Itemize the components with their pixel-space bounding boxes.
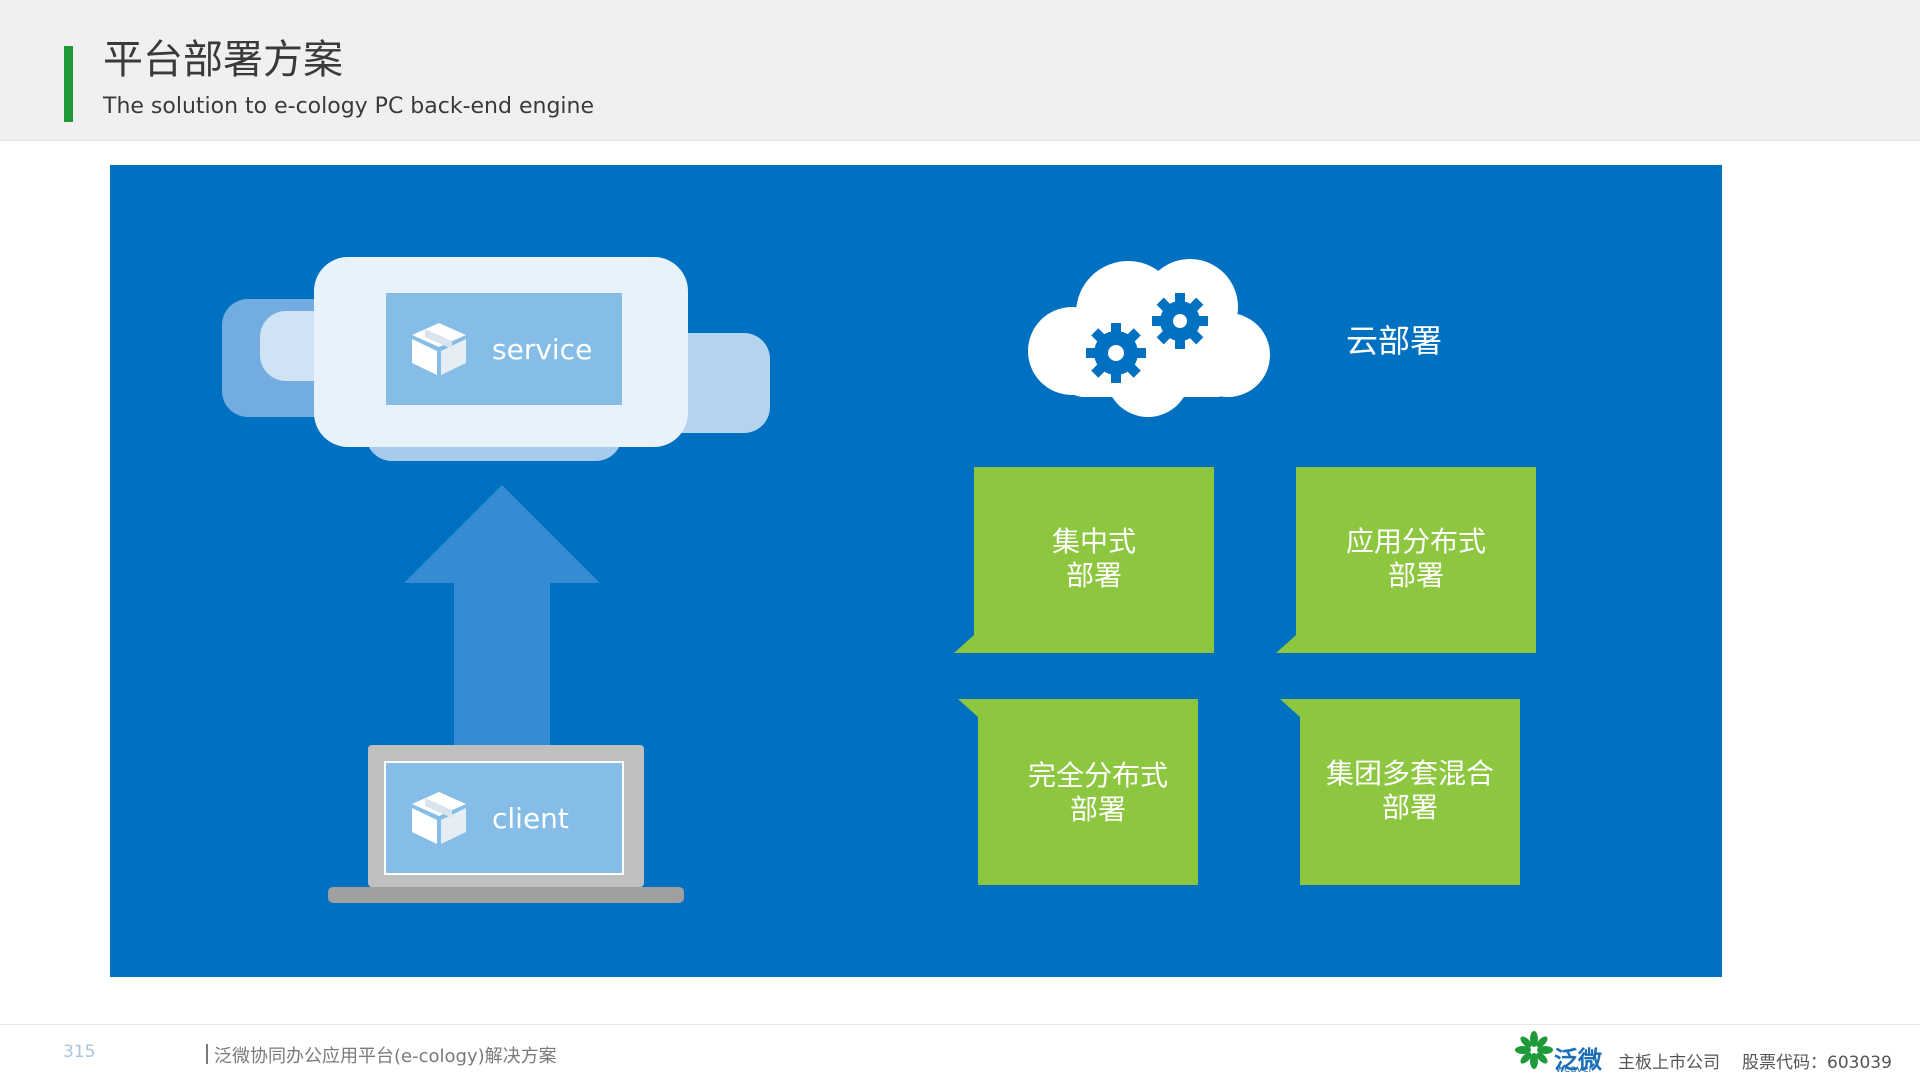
cloud-deploy-label: 云部署	[1346, 322, 1443, 360]
page-subtitle: The solution to e-cology PC back-end eng…	[103, 94, 594, 119]
stock-code: 股票代码：603039	[1742, 1053, 1892, 1073]
option-centralized-text: 集中式 部署	[974, 525, 1214, 593]
service-box: service	[386, 293, 622, 405]
option-bubble-group-hybrid	[1280, 699, 1520, 885]
footer-title-text: 泛微协同办公应用平台(e-cology)解决方案	[214, 1046, 557, 1067]
option-line1: 集团多套混合	[1325, 757, 1494, 790]
page-title: 平台部署方案	[103, 37, 343, 83]
logo-subtext: weaver	[1556, 1064, 1593, 1075]
package-icon	[412, 792, 466, 844]
option-group-hybrid-text: 集团多套混合 部署	[1290, 757, 1530, 825]
up-arrow-icon	[404, 485, 600, 755]
option-line2: 部署	[1381, 791, 1438, 824]
client-label: client	[492, 801, 569, 835]
footer-title: 泛微协同办公应用平台(e-cology)解决方案	[206, 1042, 557, 1068]
option-app-distributed-text: 应用分布式 部署	[1296, 525, 1536, 593]
slide-header: 平台部署方案 The solution to e-cology PC back-…	[0, 0, 1920, 141]
company-type: 主板上市公司	[1618, 1053, 1720, 1073]
header-accent-bar	[64, 46, 73, 122]
option-line1: 集中式	[1051, 525, 1136, 558]
service-label: service	[492, 332, 593, 366]
option-line2: 部署	[1069, 793, 1126, 826]
package-icon	[412, 323, 466, 375]
weaver-logo-icon	[1515, 1031, 1553, 1069]
footer-separator	[206, 1044, 208, 1064]
option-bubble-app-distributed	[1276, 467, 1536, 653]
option-line2: 部署	[1387, 559, 1444, 592]
page-number: 315	[63, 1042, 96, 1062]
option-line1: 完全分布式	[1027, 759, 1168, 792]
deployment-panel: service client	[110, 165, 1722, 977]
option-bubble-fully-distributed	[958, 699, 1198, 885]
option-bubble-centralized	[954, 467, 1214, 653]
cloud-gears-icon	[1028, 259, 1270, 417]
logo-text: 泛微	[1554, 1046, 1602, 1074]
footer-divider	[0, 1024, 1920, 1025]
client-box: client	[384, 761, 624, 875]
option-line1: 应用分布式	[1345, 525, 1486, 558]
option-fully-distributed-text: 完全分布式 部署	[978, 759, 1218, 827]
option-line2: 部署	[1065, 559, 1122, 592]
